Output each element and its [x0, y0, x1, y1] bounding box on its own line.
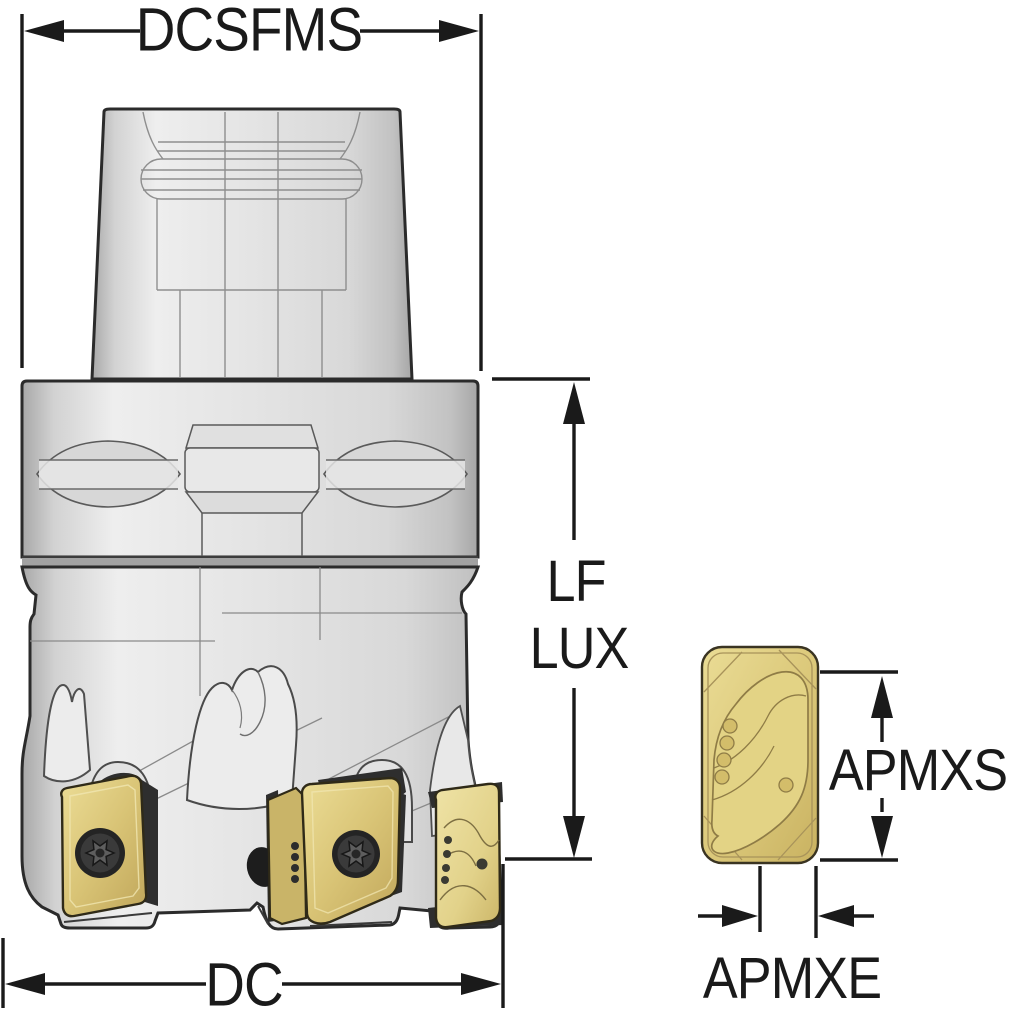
insert-right	[434, 782, 502, 929]
center-boss	[184, 424, 320, 556]
arrowhead-right-icon	[722, 905, 758, 927]
shank-internal-ghost-lines	[140, 111, 363, 378]
bottom-edge-details	[63, 905, 393, 927]
dcsfms-dimension-lines	[20, 14, 483, 371]
tool-shank	[90, 107, 414, 381]
insert-detail-raised-face	[710, 670, 809, 855]
arrowhead-up-icon	[563, 382, 585, 424]
lf-lux-dimension-lines	[492, 377, 592, 861]
dcsfms-label: DCSFMS	[135, 0, 363, 64]
insert-detail-bumps	[714, 718, 794, 793]
apmxs-label: APMXS	[828, 738, 1008, 803]
insert-middle	[266, 776, 402, 926]
dc-label: DC	[205, 950, 283, 1019]
lf-label: LF	[546, 549, 606, 614]
wrench-flat-left	[36, 440, 181, 508]
lux-label: LUX	[529, 616, 630, 681]
arrowhead-right-icon	[439, 20, 479, 42]
apmxe-label: APMXE	[702, 946, 882, 1011]
dc-dimension-lines	[1, 864, 505, 1008]
arrowhead-up-icon	[871, 676, 893, 718]
arrowhead-down-icon	[871, 816, 893, 858]
insert-detail-view	[700, 645, 820, 865]
insert-left	[60, 774, 148, 918]
tool-flange	[20, 379, 480, 568]
arrowhead-left-icon	[818, 905, 854, 927]
insert-detail-ridges	[711, 694, 807, 801]
apmxs-dimension-lines	[820, 670, 898, 862]
torx-screw-icon	[332, 830, 380, 878]
insert-face-dots	[441, 836, 488, 884]
insert-side-dots	[291, 842, 299, 883]
arrowhead-left-icon	[24, 20, 64, 42]
dimension-graphics	[1, 14, 898, 1008]
apmxe-dimension-lines	[698, 866, 874, 938]
arrowhead-left-icon	[5, 973, 45, 995]
wrench-flat-right	[323, 440, 468, 508]
arrowhead-right-icon	[461, 973, 501, 995]
torx-screw-icon	[75, 828, 125, 878]
arrowhead-down-icon	[563, 816, 585, 858]
